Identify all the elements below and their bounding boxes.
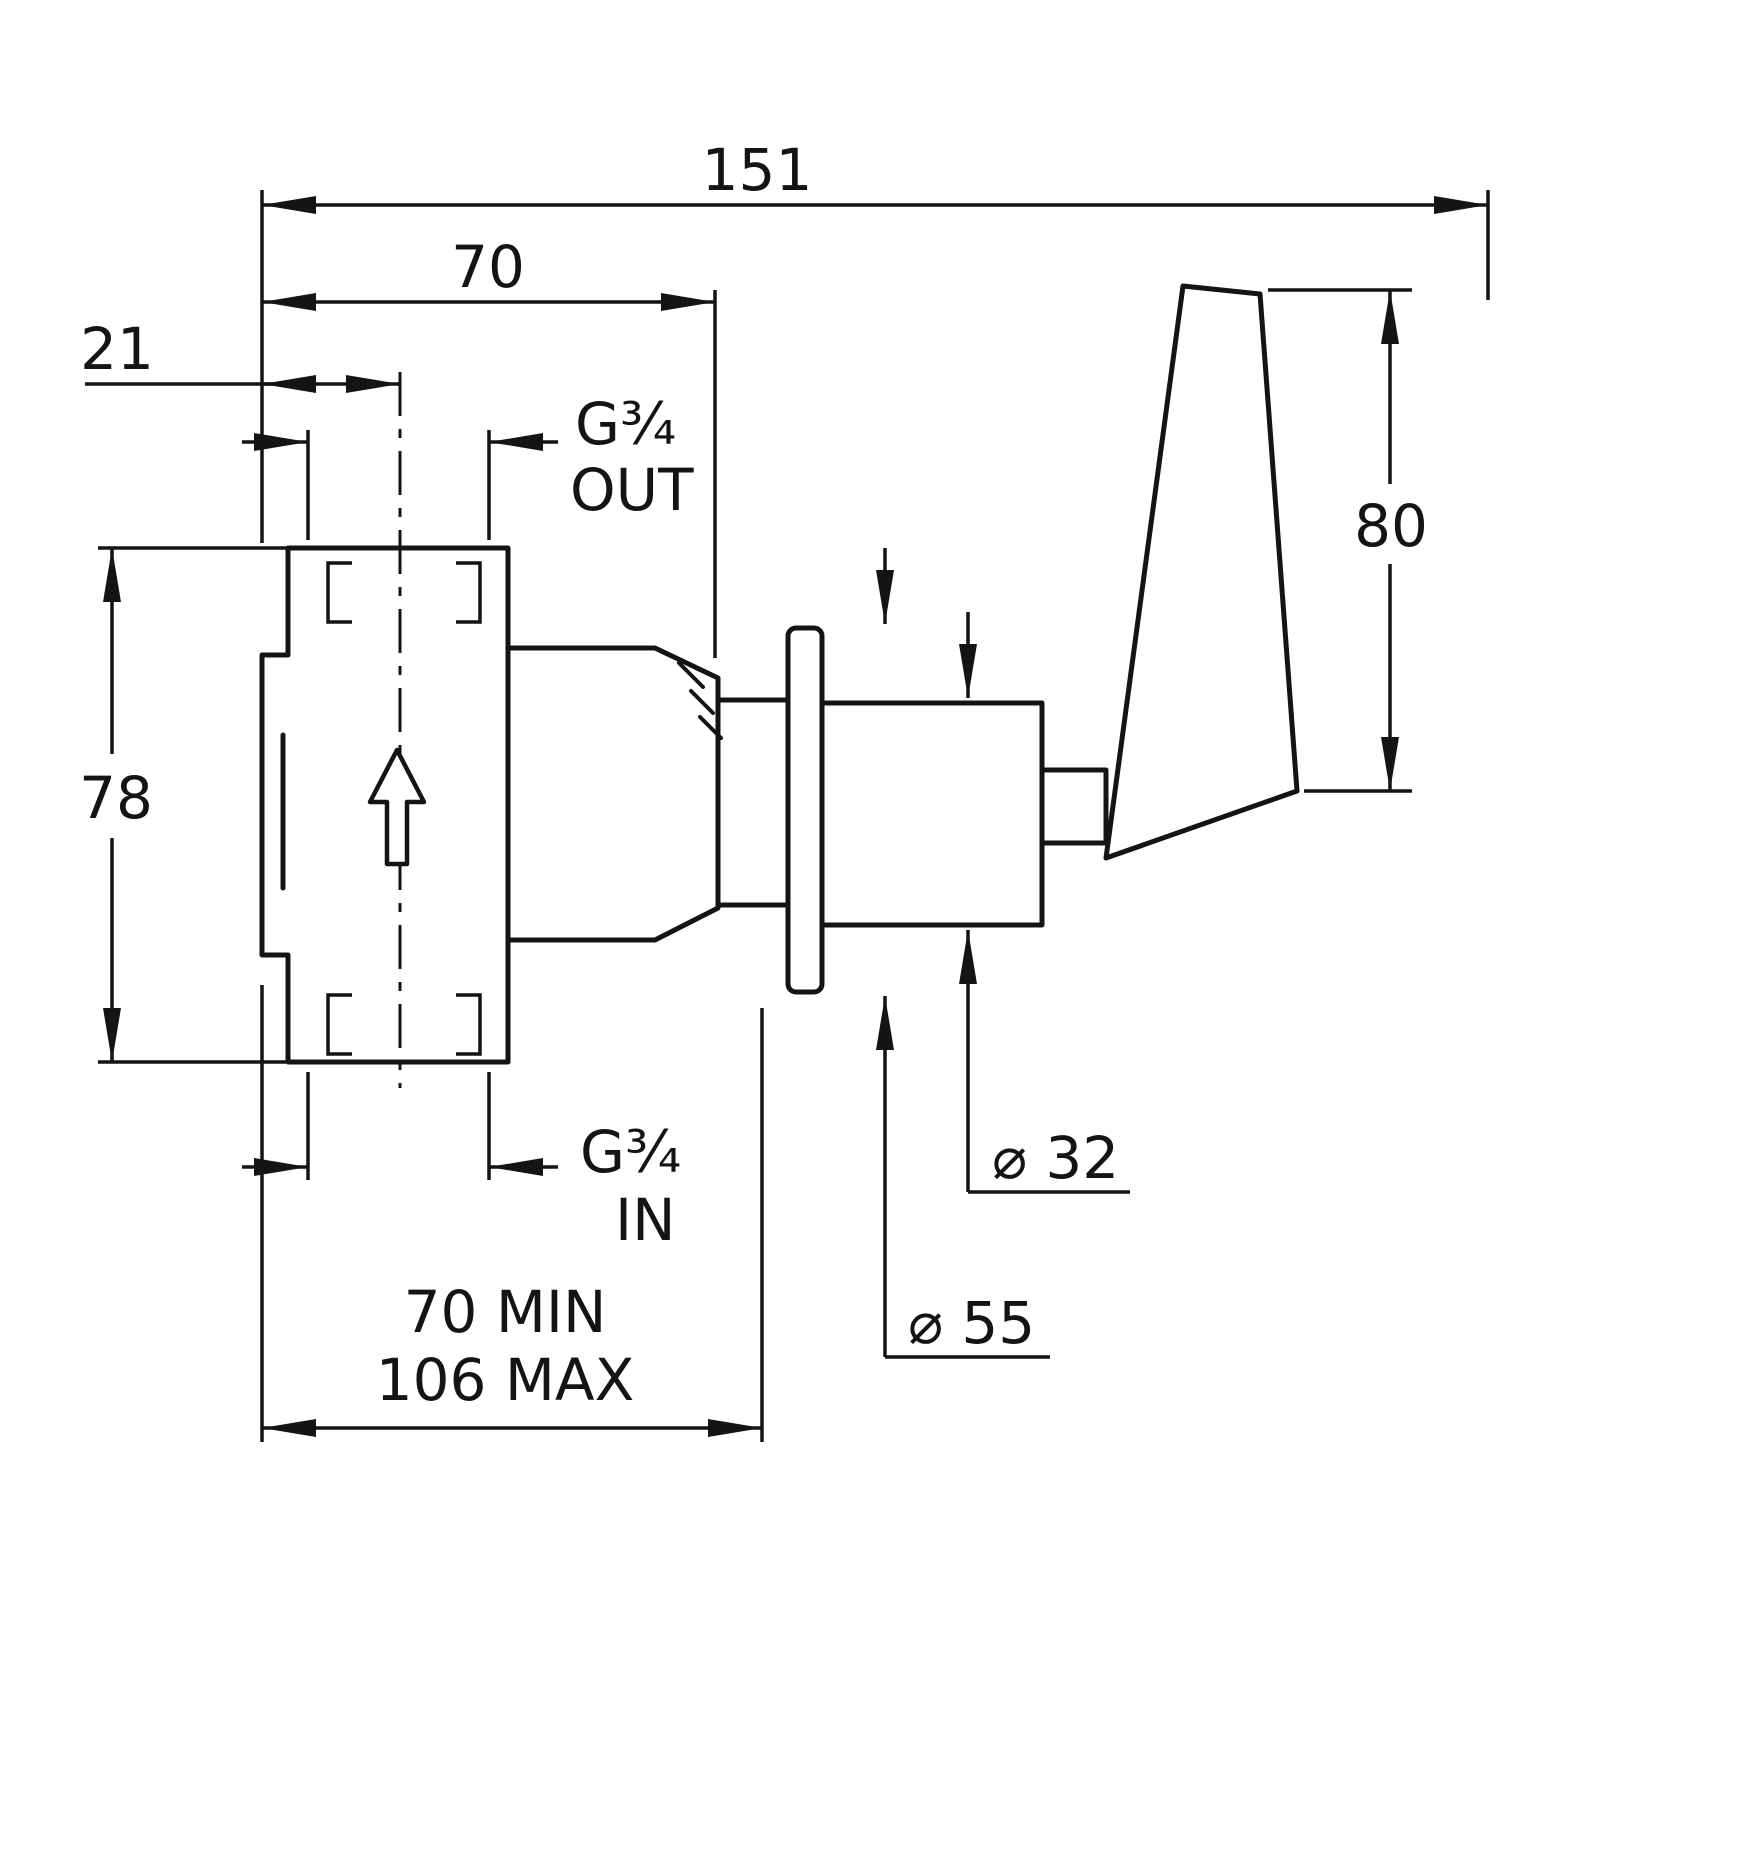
dimension-labels: 151 70 21 G¾ OUT 78 80 G¾ IN ⌀ 32 ⌀ 55 7… (79, 136, 1428, 1414)
handle-lever-blade (1103, 283, 1300, 861)
wall-flange (785, 625, 825, 995)
dimensions (74, 190, 1490, 1442)
bonnet-thread-tick (698, 715, 723, 740)
label-inlet-port: IN (615, 1186, 676, 1254)
flow-direction-arrow-icon (367, 747, 427, 867)
label-flange-diameter: ⌀ 55 (908, 1289, 1035, 1357)
label-sleeve-diameter: ⌀ 32 (992, 1124, 1119, 1192)
label-depth-min: 70 MIN (404, 1278, 607, 1346)
handle-base-cylinder (819, 700, 1045, 928)
valve-assembly (259, 283, 1300, 1088)
inlet-thread-mark-left (326, 993, 352, 1056)
label-handle-height: 80 (1354, 492, 1428, 560)
label-outlet-thread: G¾ (575, 390, 676, 458)
label-inlet-thread: G¾ (580, 1118, 681, 1186)
label-depth-max: 106 MAX (376, 1346, 635, 1414)
label-port-offset: 21 (80, 315, 154, 383)
valve-body-outline (259, 545, 721, 1065)
inlet-thread-mark-right (456, 993, 482, 1056)
bonnet-thread-tick (689, 689, 715, 715)
label-mask-80 (1346, 484, 1436, 564)
outlet-thread-mark-right (456, 561, 482, 624)
label-overall-length: 151 (702, 136, 813, 204)
outlet-thread-mark-left (326, 561, 352, 624)
handle-stem (1039, 767, 1109, 846)
label-body-width: 70 (451, 233, 525, 301)
bonnet-thread-tick (677, 661, 705, 689)
label-body-height: 78 (79, 764, 153, 832)
label-outlet-port: OUT (570, 456, 694, 524)
label-mask-78 (74, 754, 158, 838)
